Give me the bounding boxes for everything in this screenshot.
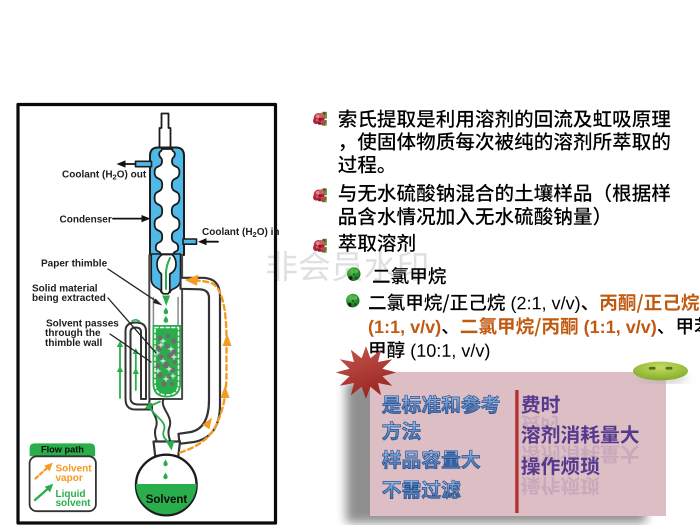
svg-text:Solvent: Solvent (146, 494, 188, 506)
svg-text:thimble wall: thimble wall (45, 338, 102, 349)
svg-text:Solvent: Solvent (56, 464, 93, 475)
svg-text:through the: through the (45, 328, 101, 339)
svg-text:vapor: vapor (56, 473, 83, 484)
svg-text:Coolant (H2O) in: Coolant (H2O) in (202, 227, 280, 239)
svg-text:Flow path: Flow path (41, 445, 84, 455)
svg-text:Liquid: Liquid (56, 489, 86, 500)
svg-text:Coolant (H2O) out: Coolant (H2O) out (62, 169, 147, 181)
svg-text:being extracted: being extracted (32, 293, 106, 304)
svg-text:Condenser: Condenser (60, 214, 112, 225)
svg-text:Paper thimble: Paper thimble (41, 259, 108, 270)
svg-text:Solvent passes: Solvent passes (46, 319, 119, 330)
svg-text:Solid material: Solid material (32, 284, 98, 295)
svg-text:solvent: solvent (56, 498, 92, 509)
